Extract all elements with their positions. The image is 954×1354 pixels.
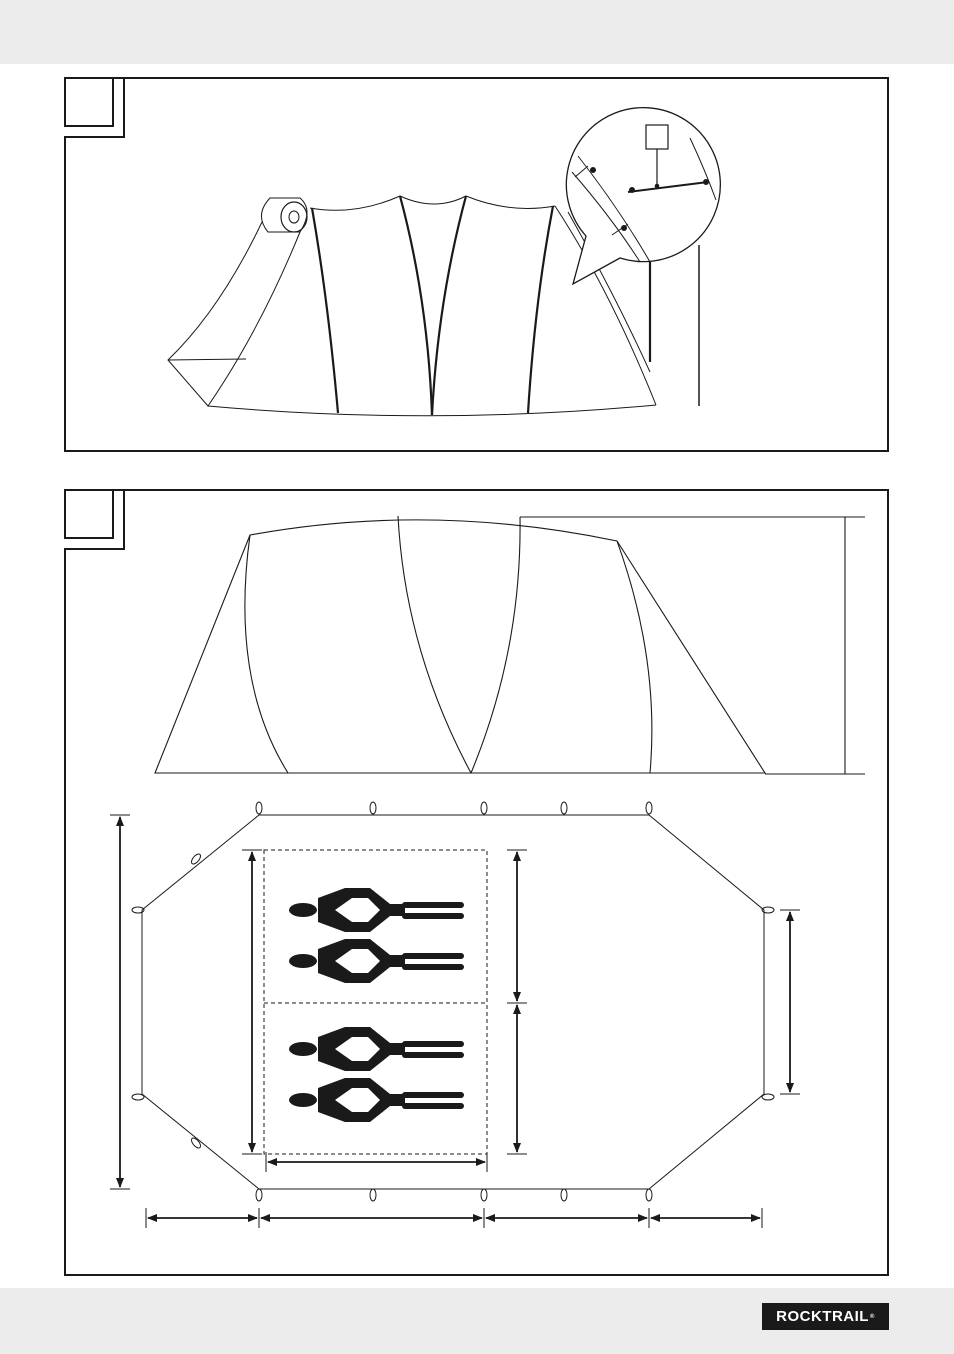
detail-label-box: [645, 124, 669, 150]
brand-registered-mark: ®: [869, 1313, 875, 1320]
sleeper-icons: [289, 888, 464, 1122]
figure-1-panel: [64, 77, 889, 452]
figure-1-number-box: [64, 77, 114, 127]
figure-2-panel: [64, 489, 889, 1276]
tent-floor-plan: [131, 801, 775, 1202]
inner-cabin-outline: [263, 849, 488, 1155]
tent-side-elevation: [154, 515, 865, 775]
figure-2-number-box: [64, 489, 114, 539]
figure-1-frame: [64, 77, 889, 452]
tent-side-view-rolled: [167, 195, 700, 417]
figure-2-frame: [64, 489, 889, 1276]
brand-logo: ROCKTRAIL®: [762, 1303, 889, 1330]
sleeper-icon: [289, 939, 464, 983]
sleeper-icon: [289, 1027, 464, 1071]
sleeper-icon: [289, 1078, 464, 1122]
sleeper-icon: [289, 888, 464, 932]
dimension-arrows: [110, 814, 800, 1228]
top-gray-band: [0, 0, 954, 64]
detail-magnifier: [565, 107, 722, 286]
brand-name: ROCKTRAIL: [776, 1308, 869, 1325]
